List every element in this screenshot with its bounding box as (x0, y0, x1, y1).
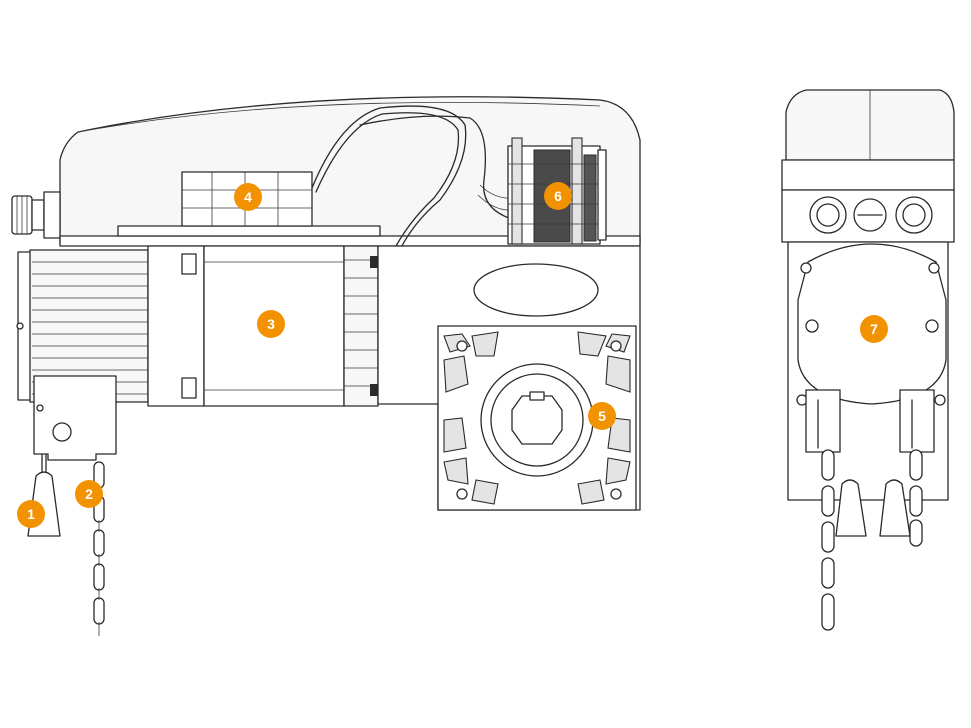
marker-2-label: 2 (85, 486, 93, 502)
marker-1: 1 (17, 500, 45, 528)
marker-5-label: 5 (598, 408, 606, 424)
front-chain-right (909, 449, 923, 547)
marker-6: 6 (544, 182, 572, 210)
marker-4-label: 4 (244, 189, 252, 205)
front-chain-left (821, 449, 835, 631)
front-handle-right (879, 479, 911, 537)
side-view (11, 96, 641, 636)
marker-5: 5 (588, 402, 616, 430)
motor-end-cap (787, 241, 949, 501)
front-handle-left (835, 479, 867, 537)
marker-7-label: 7 (870, 321, 878, 337)
marker-7: 7 (860, 315, 888, 343)
gear-housing (377, 245, 641, 511)
marker-1-label: 1 (27, 506, 35, 522)
marker-3: 3 (257, 310, 285, 338)
cable-gland (11, 191, 61, 239)
front-view (781, 89, 955, 631)
release-bracket (33, 375, 117, 461)
marker-3-label: 3 (267, 316, 275, 332)
hand-chain (93, 461, 105, 636)
marker-6-label: 6 (554, 188, 562, 204)
marker-2: 2 (75, 480, 103, 508)
marker-4: 4 (234, 183, 262, 211)
motor-body (16, 245, 379, 407)
